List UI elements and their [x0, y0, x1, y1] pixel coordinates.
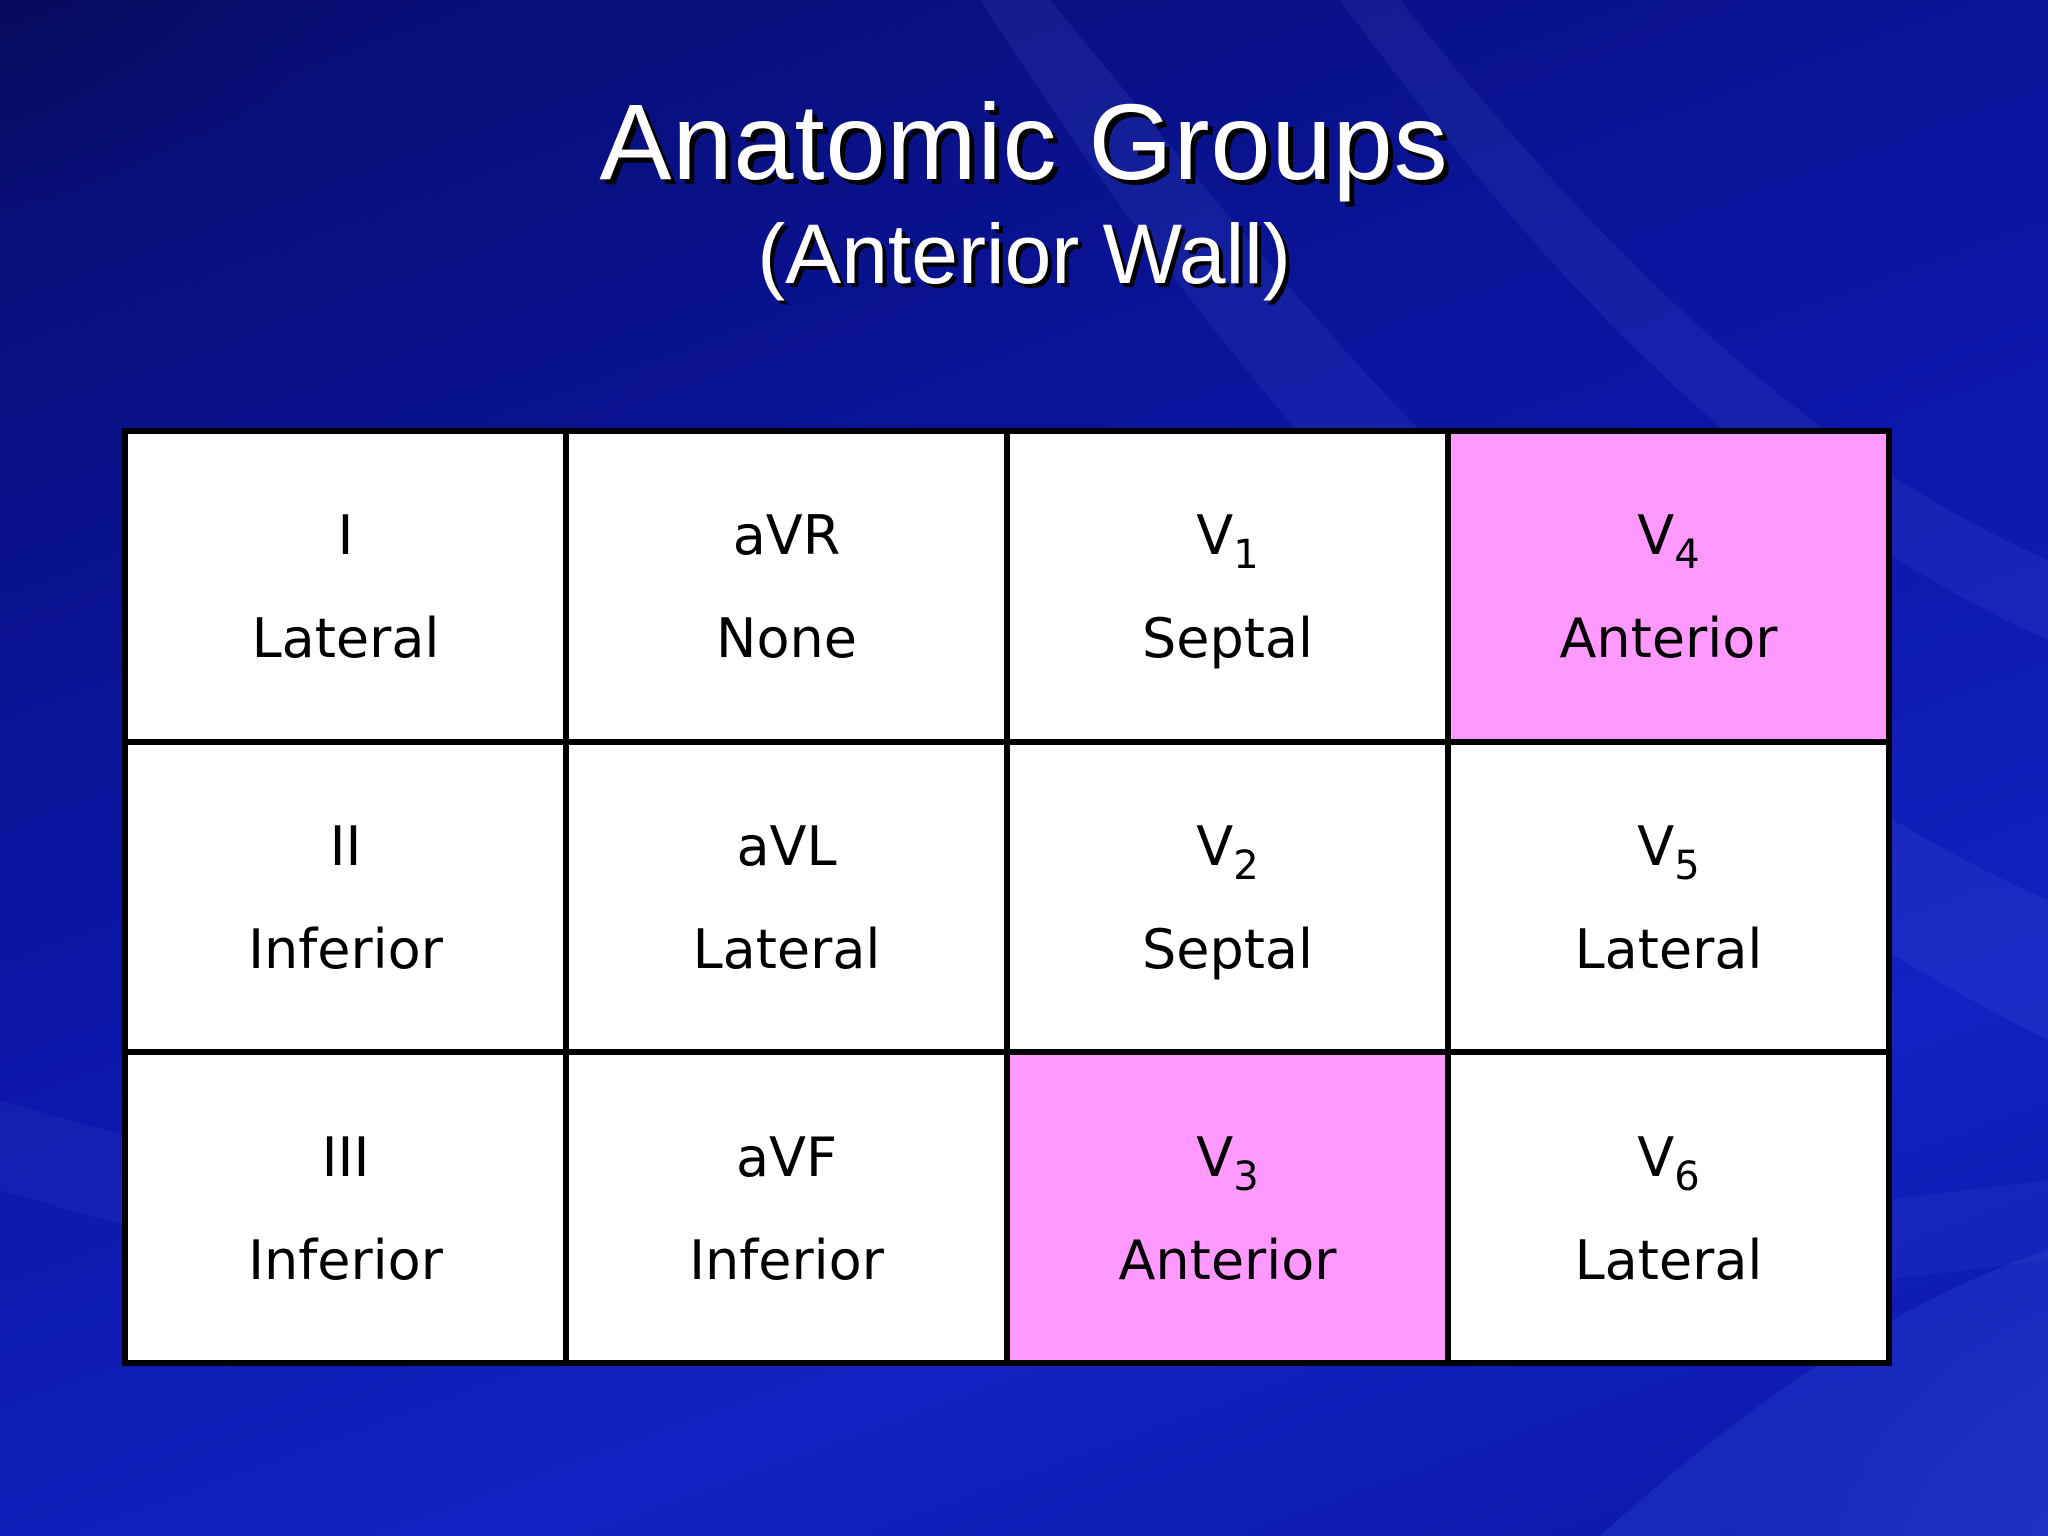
- lead-name: V2: [1010, 812, 1445, 886]
- region-label: Inferior: [689, 1228, 884, 1292]
- region-label: Anterior: [1559, 607, 1778, 671]
- lead-name: II: [128, 812, 563, 882]
- title-block: Anatomic Groups (Anterior Wall): [0, 82, 2048, 302]
- lead-subscript: 5: [1674, 842, 1700, 889]
- lead-label: V: [1196, 504, 1234, 568]
- lead-label: aVF: [735, 1125, 838, 1189]
- lead-name: V3: [1010, 1123, 1445, 1197]
- lead-name: V4: [1451, 501, 1886, 575]
- lead-name: aVL: [569, 812, 1004, 882]
- lead-cell: III Inferior: [122, 1049, 569, 1366]
- region-label: Septal: [1141, 917, 1314, 981]
- lead-label: V: [1637, 814, 1675, 878]
- lead-label: II: [329, 814, 362, 878]
- lead-cell: aVL Lateral: [563, 738, 1010, 1056]
- lead-cell: I Lateral: [122, 428, 569, 745]
- lead-label: aVL: [736, 814, 837, 878]
- lead-label: V: [1637, 504, 1675, 568]
- region-label: Inferior: [248, 1228, 443, 1292]
- lead-label: III: [321, 1125, 370, 1189]
- lead-subscript: 1: [1233, 532, 1259, 579]
- lead-name: V5: [1451, 812, 1886, 886]
- region-label: None: [716, 607, 857, 671]
- lead-name: I: [128, 501, 563, 571]
- region-label: Lateral: [692, 917, 881, 981]
- lead-cell: aVR None: [563, 428, 1010, 745]
- lead-subscript: 6: [1674, 1153, 1700, 1200]
- lead-label: V: [1196, 814, 1234, 878]
- lead-cell: II Inferior: [122, 738, 569, 1056]
- region-label: Septal: [1141, 607, 1314, 671]
- lead-name: III: [128, 1123, 563, 1193]
- region-label: Lateral: [1574, 917, 1763, 981]
- region-label: Lateral: [251, 607, 440, 671]
- lead-label: V: [1196, 1125, 1234, 1189]
- region-label: Anterior: [1118, 1228, 1337, 1292]
- lead-label: V: [1637, 1125, 1675, 1189]
- lead-name: V6: [1451, 1123, 1886, 1197]
- lead-name: V1: [1010, 501, 1445, 575]
- lead-name: aVR: [569, 501, 1004, 571]
- lead-subscript: 4: [1674, 532, 1700, 579]
- lead-label: aVR: [732, 504, 841, 568]
- region-label: Lateral: [1574, 1228, 1763, 1292]
- lead-name: aVF: [569, 1123, 1004, 1193]
- lead-label: I: [337, 504, 354, 568]
- slide-title: Anatomic Groups: [599, 81, 1449, 202]
- lead-subscript: 3: [1233, 1153, 1259, 1200]
- lead-subscript: 2: [1233, 842, 1259, 889]
- lead-cell: aVF Inferior: [563, 1049, 1010, 1366]
- region-label: Inferior: [248, 917, 443, 981]
- slide-subtitle: (Anterior Wall): [757, 207, 1291, 301]
